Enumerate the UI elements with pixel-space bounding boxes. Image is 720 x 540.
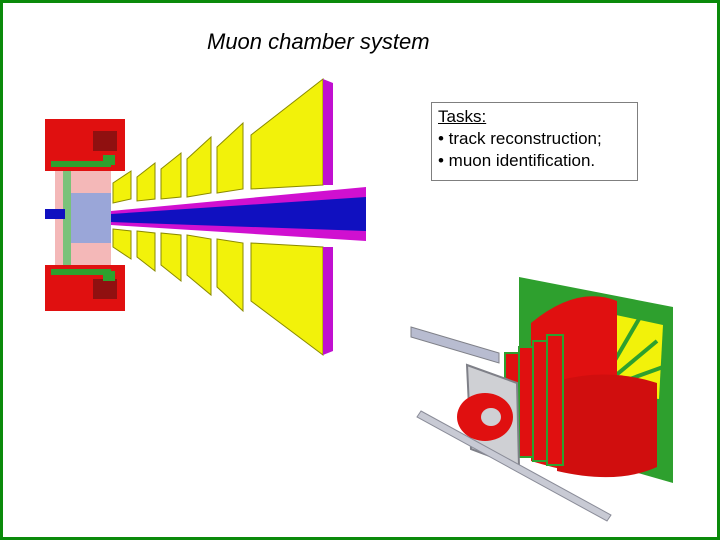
tasks-box: Tasks: • track reconstruction; • muon id…: [431, 102, 638, 181]
task-item-track-reconstruction: • track reconstruction;: [438, 129, 602, 148]
slide-title: Muon chamber system: [207, 29, 430, 54]
task-item-muon-identification: • muon identification.: [438, 151, 596, 170]
muon-system-3d-view: [410, 277, 673, 522]
muon-system-side-view: [45, 77, 366, 356]
tasks-heading: Tasks:: [438, 107, 487, 126]
